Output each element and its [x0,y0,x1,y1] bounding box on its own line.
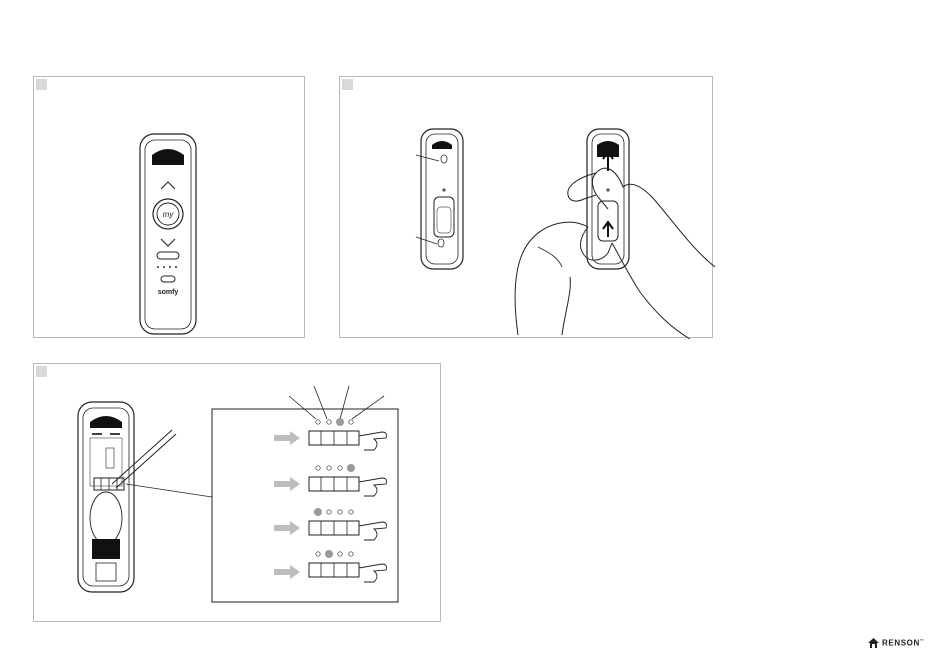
remote-open-illustration [34,364,442,623]
led-glow-icon [347,464,355,472]
step-panel-1: my somfy [33,76,305,338]
led-glow-icon [325,550,333,558]
renson-logo: RENSON™ [868,637,924,649]
zoom-callout-line [126,484,212,497]
selection-button [161,276,175,282]
remote-brand-label: somfy [158,289,179,296]
logo-text: RENSON™ [882,638,924,648]
remote-back-illustration [340,77,714,339]
led-glow-icon [314,508,322,516]
remote-front-illustration: my somfy [34,77,306,339]
selector-button [157,252,179,259]
my-button-label: my [163,210,175,219]
led-glow-icon [336,418,344,426]
step-panel-3 [33,363,441,622]
step-panel-2 [339,76,713,338]
renson-house-icon [868,638,879,648]
